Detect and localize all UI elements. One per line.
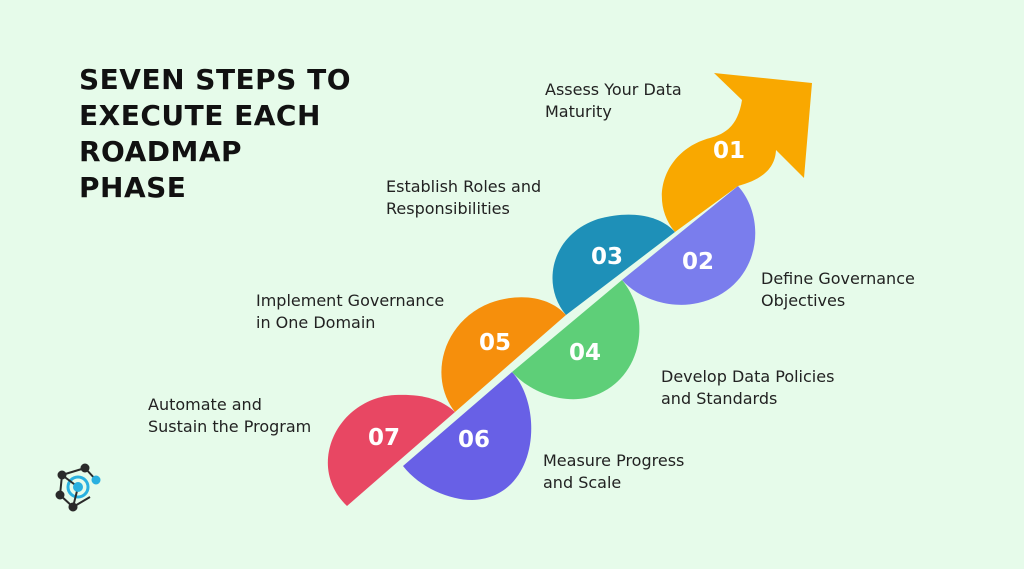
title-line: SEVEN STEPS TO <box>79 63 352 96</box>
step-06-label-line: Measure Progress <box>543 451 685 470</box>
step-03-label: Establish Roles and Responsibilities <box>386 176 541 220</box>
step-02-label-line: Objectives <box>761 291 846 310</box>
step-02-label-line: Define Governance <box>761 269 915 288</box>
step-04-number: 04 <box>569 340 601 366</box>
page-title: SEVEN STEPS TO EXECUTE EACH ROADMAP PHAS… <box>79 62 379 206</box>
title-line: PHASE <box>79 171 187 204</box>
step-06-label-line: and Scale <box>543 473 622 492</box>
step-05-label-line: in One Domain <box>256 313 376 332</box>
step-07-shape <box>327 394 455 506</box>
step-07-label-line: Automate and <box>148 395 262 414</box>
step-03-segment: 03 <box>552 214 675 315</box>
step-05-shape <box>441 297 566 412</box>
step-01-segment: 01 <box>661 73 812 232</box>
step-07-segment: 07 <box>327 394 455 506</box>
step-05-segment: 05 <box>441 297 566 412</box>
step-04-shape <box>512 280 640 400</box>
step-01-label-line: Assess Your Data <box>545 80 682 99</box>
step-01-label-line: Maturity <box>545 102 612 121</box>
step-02-segment: 02 <box>622 186 756 305</box>
step-03-number: 03 <box>591 244 623 270</box>
step-03-shape <box>552 214 675 315</box>
step-02-shape <box>622 186 756 305</box>
step-05-label: Implement Governance in One Domain <box>256 290 444 334</box>
step-04-label-line: Develop Data Policies <box>661 367 835 386</box>
step-01-number: 01 <box>713 138 745 164</box>
step-02-label: Define Governance Objectives <box>761 268 915 312</box>
step-06-label: Measure Progress and Scale <box>543 450 684 494</box>
step-03-label-line: Establish Roles and <box>386 177 542 196</box>
step-05-number: 05 <box>479 330 511 356</box>
step-05-label-line: Implement Governance <box>256 291 445 310</box>
step-04-label: Develop Data Policies and Standards <box>661 366 834 410</box>
step-02-number: 02 <box>682 249 714 275</box>
step-06-segment: 06 <box>403 372 532 500</box>
step-06-number: 06 <box>458 427 490 453</box>
step-07-label: Automate and Sustain the Program <box>148 394 311 438</box>
step-01-shape <box>661 73 812 232</box>
step-07-label-line: Sustain the Program <box>148 417 312 436</box>
step-04-label-line: and Standards <box>661 389 778 408</box>
step-01-label: Assess Your Data Maturity <box>545 79 682 123</box>
title-line: ROADMAP <box>79 135 243 168</box>
step-07-number: 07 <box>368 425 400 451</box>
step-06-shape <box>403 372 532 500</box>
network-logo-icon <box>55 463 101 512</box>
step-03-label-line: Responsibilities <box>386 199 510 218</box>
title-line: EXECUTE EACH <box>79 99 321 132</box>
step-04-segment: 04 <box>512 280 640 400</box>
